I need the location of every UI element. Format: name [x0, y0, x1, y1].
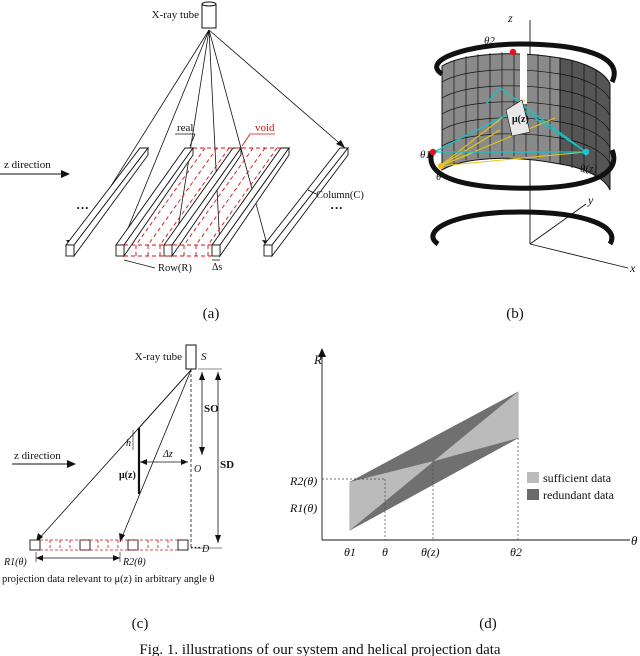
theta-label-b: θ [436, 171, 442, 183]
y-axis-label-d: R [313, 352, 322, 367]
x-tick-theta2: θ2 [510, 545, 522, 559]
panel-a: X-ray tube [0, 1, 364, 274]
sublabel-a: (a) [203, 306, 220, 322]
x-axis-b [529, 243, 629, 269]
so-label: SO [204, 403, 219, 415]
void-label: void [255, 122, 275, 134]
caption-line-c: projection data relevant to μ(z) in arbi… [2, 574, 214, 585]
panel-b: z x y [420, 11, 636, 275]
x-axis-label-b: x [629, 261, 636, 275]
theta2-label-b: θ2 [484, 35, 495, 47]
guide-lines-d [322, 438, 519, 540]
detector-row-c [29, 539, 189, 551]
rays-c [35, 369, 192, 543]
helix-bottom [430, 209, 615, 247]
helix-top [434, 41, 617, 84]
theta-point [437, 162, 445, 170]
theta2-point [509, 48, 517, 56]
sd-label: SD [220, 459, 234, 471]
real-label: real [177, 122, 193, 134]
sufficient-left [350, 461, 434, 530]
z-direction-label-a: z direction [4, 159, 51, 171]
theta1-point [429, 148, 437, 156]
ellipsis-left: ··· [76, 200, 89, 215]
y-axis-label-b: y [587, 193, 594, 207]
redundant-upper [350, 392, 518, 482]
theta1-label-b: θ1 [420, 149, 431, 161]
ellipsis-c: ··· [190, 542, 201, 554]
column-label: Column(C) [316, 190, 364, 201]
redundant-lower [350, 438, 518, 530]
mu-label-b: μ(z) [512, 114, 529, 125]
r2-tick-d: R2(θ) [289, 474, 317, 488]
mu-slice [505, 99, 531, 137]
rays-a [71, 29, 346, 249]
x-tick-thetaz: θ(z) [421, 545, 440, 559]
void-region [124, 147, 281, 257]
ellipsis-right: ··· [330, 200, 343, 215]
o-label: O [194, 464, 201, 475]
delta-z-label: Δz [162, 449, 173, 460]
x-tick-theta: θ [382, 545, 388, 559]
h-label: h [126, 438, 131, 449]
legend-label-redundant: redundant data [543, 488, 615, 502]
x-axis-label-d: θ [631, 533, 638, 548]
void-region-c [40, 539, 178, 551]
xray-tube-label: X-ray tube [152, 9, 199, 21]
thetaz-point [582, 148, 590, 156]
s-label: S [201, 351, 207, 363]
sublabel-d: (d) [479, 616, 497, 632]
z-axis-label-b: z [507, 11, 513, 25]
legend-swatch-sufficient [527, 472, 539, 483]
r2-label-c: R2(θ) [122, 557, 146, 568]
xray-tube-cap [201, 1, 217, 7]
row-label: Row(R) [158, 263, 192, 274]
xray-tube-label-c: X-ray tube [135, 351, 182, 363]
sufficient-right [434, 392, 518, 461]
r1-label-c: R1(θ) [3, 557, 27, 568]
panel-d: R θ R2(θ) R1(θ) θ1 θ θ(z) θ2 sufficient … [289, 348, 638, 559]
mu-label-c: μ(z) [119, 470, 136, 481]
xray-tube-icon-c [185, 344, 197, 370]
yellow-rays [439, 99, 587, 167]
legend-swatch-redundant [527, 489, 539, 500]
xray-tube-icon [201, 3, 217, 29]
thetaz-label-b: θ(z) [580, 163, 597, 175]
cyan-rays [433, 87, 587, 153]
sublabel-c: (c) [132, 616, 149, 632]
sublabel-b: (b) [506, 306, 524, 322]
detector-row-right [263, 146, 349, 258]
d-label: D [201, 544, 210, 555]
helix-middle [428, 149, 617, 191]
x-tick-theta1: θ1 [344, 545, 356, 559]
figure-caption: Fig. 1. illustrations of our system and … [139, 642, 501, 656]
detector-row-left [65, 146, 149, 258]
legend-label-sufficient: sufficient data [543, 471, 612, 485]
ray-arrowhead [336, 140, 345, 148]
y-axis-b [529, 203, 587, 245]
panel-c: X-ray tube S SO SD O D μ(z) h Δz [2, 344, 234, 585]
z-direction-label-c: z direction [14, 450, 61, 462]
detector-row-middle [115, 146, 290, 258]
delta-s-label: Δs [212, 262, 222, 273]
r1-tick-d: R1(θ) [289, 501, 317, 515]
